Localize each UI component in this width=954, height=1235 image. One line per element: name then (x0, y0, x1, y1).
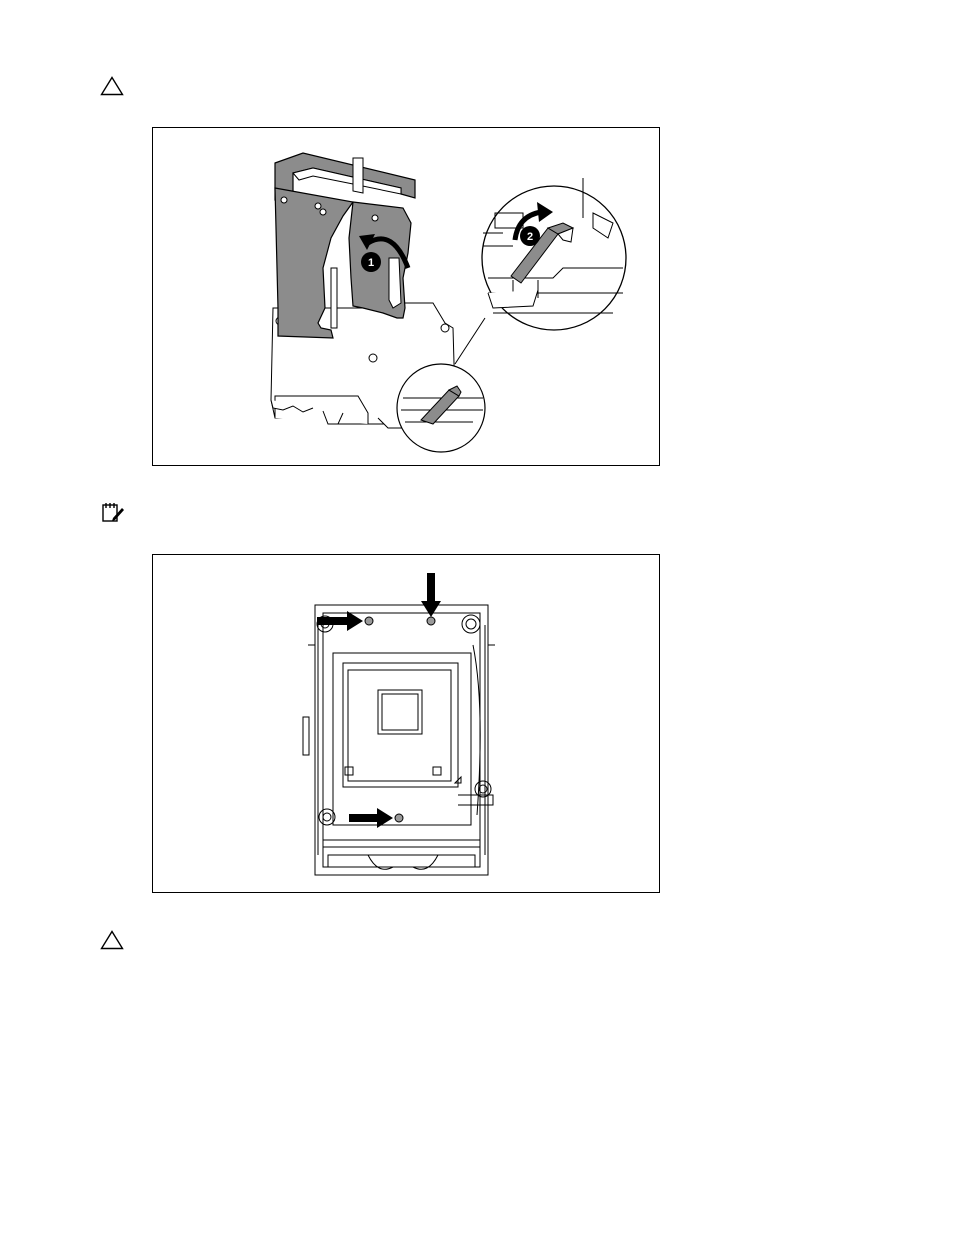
socket-illustration (153, 555, 661, 894)
caution-triangle-icon (100, 76, 124, 96)
bracket-illustration: 1 2 (153, 128, 661, 467)
important-notepad-icon (101, 502, 125, 524)
alignment-pin (427, 617, 435, 625)
alignment-pin (365, 617, 373, 625)
alignment-pin (395, 814, 403, 822)
figure-processor-socket (152, 554, 660, 893)
callout-1-label: 1 (368, 257, 374, 269)
arrow-down (421, 573, 441, 617)
figure-retention-bracket: 1 2 (152, 127, 660, 466)
callout-2-label: 2 (527, 231, 533, 243)
caution-triangle-icon (100, 930, 124, 950)
